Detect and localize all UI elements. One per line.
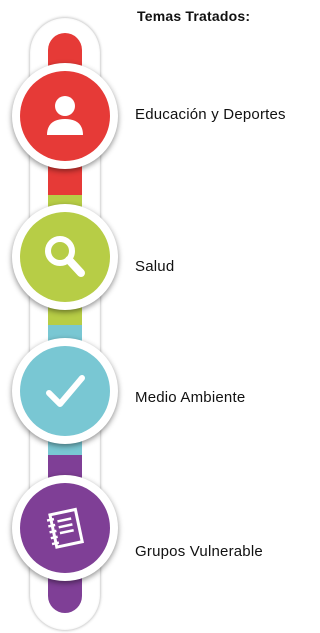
- topic-node-vulnerable: [12, 475, 118, 581]
- magnifier-icon: [40, 232, 90, 282]
- checkmark-icon: [40, 366, 90, 416]
- topic-circle: [20, 346, 110, 436]
- topic-label-health: Salud: [135, 258, 175, 275]
- topic-node-environment: [12, 338, 118, 444]
- topic-node-health: [12, 204, 118, 310]
- notebook-icon: [40, 503, 90, 553]
- topic-circle: [20, 483, 110, 573]
- person-icon: [40, 91, 90, 141]
- topic-label-education: Educación y Deportes: [135, 106, 286, 123]
- topic-label-vulnerable: Grupos Vulnerable: [135, 543, 263, 560]
- page-title: Temas Tratados:: [137, 8, 251, 24]
- topic-node-education: [12, 63, 118, 169]
- topic-label-environment: Medio Ambiente: [135, 389, 246, 406]
- topic-circle: [20, 71, 110, 161]
- topic-circle: [20, 212, 110, 302]
